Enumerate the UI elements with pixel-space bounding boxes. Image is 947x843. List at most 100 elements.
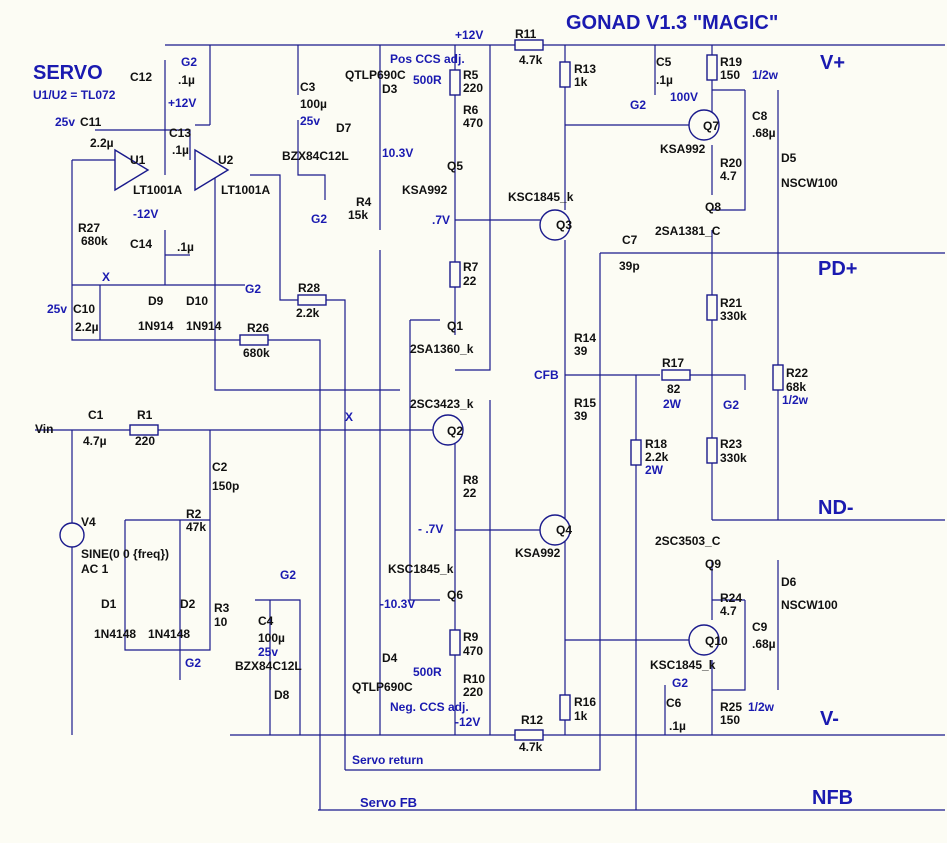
r14-value: 39: [574, 344, 588, 358]
c4-ref: C4: [258, 614, 274, 628]
r18-power: 2W: [645, 463, 663, 477]
q8-ref: Q8: [705, 200, 722, 214]
r12-value: 4.7k: [519, 740, 543, 754]
r19-power: 1/2w: [752, 68, 779, 82]
c12-value: .1µ: [178, 73, 195, 87]
q2-ref: Q2: [447, 424, 464, 438]
c8-ref: C8: [752, 109, 768, 123]
q8-type: 2SA1381_C: [655, 224, 721, 238]
rail-nfb-label: NFB: [812, 787, 854, 809]
d6-ref: D6: [781, 575, 797, 589]
r10-ref: R10: [463, 672, 486, 686]
c3-ref: C3: [300, 80, 316, 94]
resistor-r16: [559, 694, 571, 721]
r22-value: 68k: [786, 380, 807, 394]
q4-type: KSA992: [515, 546, 561, 560]
r2-value: 47k: [186, 520, 207, 534]
c12-ref: C12: [130, 70, 153, 84]
r12-ref: R12: [521, 713, 544, 727]
c8-value: .68µ: [752, 126, 776, 140]
q7-type: KSA992: [660, 142, 706, 156]
resistor-r9: [449, 629, 461, 656]
net-label-m12-bottom: -12V: [455, 715, 481, 729]
r19-ref: R19: [720, 55, 743, 69]
d1-ref: D1: [101, 597, 117, 611]
c6-value: .1µ: [669, 719, 686, 733]
r24-ref: R24: [720, 591, 743, 605]
q5-ref: Q5: [447, 159, 464, 173]
r22-ref: R22: [786, 366, 809, 380]
d9-ref: D9: [148, 294, 164, 308]
transistor-q3: [539, 209, 571, 241]
q9-ref: Q9: [705, 557, 722, 571]
r17-ref: R17: [662, 356, 685, 370]
r1-ref: R1: [137, 408, 153, 422]
r15-value: 39: [574, 409, 588, 423]
resistor-r23: [706, 437, 718, 464]
c3-value: 100µ: [300, 97, 327, 111]
resistor-r28: [297, 294, 327, 306]
q5-type: KSA992: [402, 183, 448, 197]
resistor-r17: [661, 369, 691, 381]
op-amp-u1-symbol: [114, 148, 150, 192]
r6-ref: R6: [463, 103, 479, 117]
d2-type: 1N4148: [148, 627, 191, 641]
c10-ref: C10: [73, 302, 96, 316]
transistor-q10: [688, 624, 720, 656]
resistor-r18: [630, 439, 642, 466]
net-label-g2-c12: G2: [181, 55, 198, 69]
d1-type: 1N4148: [94, 627, 137, 641]
d9-type: 1N914: [138, 319, 174, 333]
net-label-g2-r17: G2: [723, 398, 740, 412]
c3-voltage: 25v: [300, 114, 321, 128]
net-label-g2-c4: G2: [280, 568, 297, 582]
r7-ref: R7: [463, 260, 479, 274]
q1-type: 2SA1360_k: [410, 342, 474, 356]
r14-ref: R14: [574, 331, 597, 345]
r7-value: 22: [463, 274, 477, 288]
c7-value: 39p: [619, 259, 640, 273]
r20-value: 4.7: [720, 169, 737, 183]
r23-value: 330k: [720, 451, 747, 465]
net-label-cfb: CFB: [534, 368, 559, 382]
resistor-r11: [514, 39, 544, 51]
resistor-r13: [559, 61, 571, 88]
rail-vminus-label: V-: [820, 708, 839, 730]
resistor-r12: [514, 729, 544, 741]
r25-ref: R25: [720, 700, 743, 714]
d8-type: BZX84C12L: [235, 659, 302, 673]
net-label-g2-input: G2: [185, 656, 202, 670]
resistor-r21: [706, 294, 718, 321]
source-v4: [59, 522, 85, 548]
resistor-r19: [706, 54, 718, 81]
q10-type: KSC1845_k: [650, 658, 716, 672]
r18-ref: R18: [645, 437, 668, 451]
net-label-servo-fb: Servo FB: [360, 795, 418, 810]
d5-ref: D5: [781, 151, 797, 165]
c9-value: .68µ: [752, 637, 776, 651]
q6-ref: Q6: [447, 588, 464, 602]
net-label-p12-servo: +12V: [168, 96, 197, 110]
r5-value: 220: [463, 81, 484, 95]
transistor-q4: [539, 514, 571, 546]
c14-value: .1µ: [177, 240, 194, 254]
q6-type: KSC1845_k: [388, 562, 454, 576]
q9-type: 2SC3503_C: [655, 534, 721, 548]
c11-ref: C11: [80, 115, 102, 129]
source-function: SINE(0 0 {freq}): [81, 547, 170, 561]
c1-ref: C1: [88, 408, 104, 422]
r19-value: 150: [720, 68, 741, 82]
net-label-07m: - .7V: [418, 522, 444, 536]
r9-value: 470: [463, 644, 484, 658]
resistor-r5: [449, 69, 461, 96]
net-label-g2-c5: G2: [630, 98, 647, 112]
u1-ref: U1: [130, 153, 146, 167]
q1-ref: Q1: [447, 319, 464, 333]
c10-value: 2.2µ: [75, 320, 99, 334]
schematic-title: GONAD V1.3 "MAGIC": [566, 12, 779, 34]
r3-ref: R3: [214, 601, 230, 615]
resistor-r7: [449, 261, 461, 288]
r8-value: 22: [463, 486, 477, 500]
